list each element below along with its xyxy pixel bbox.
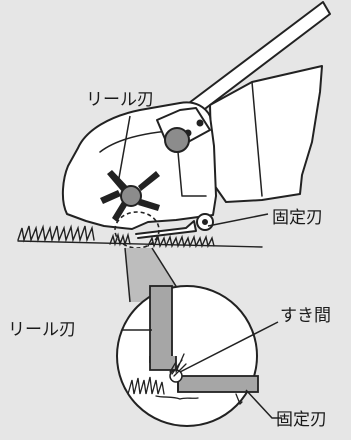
label-fixed-blade-right: 固定刃 xyxy=(272,208,323,228)
fixed-blade-bar xyxy=(135,220,197,239)
label-fixed-blade-detail: 固定刃 xyxy=(276,410,327,430)
front-roller-hub xyxy=(202,219,208,225)
leader-fixed-blade-right xyxy=(207,213,269,227)
leader-reel-blade-top xyxy=(118,115,131,179)
detail-circle xyxy=(116,285,259,427)
detail-grass xyxy=(127,353,243,406)
leader-lines xyxy=(118,115,282,419)
grass-catcher-edge xyxy=(251,81,263,197)
grass-catcher xyxy=(209,65,323,203)
detail-fixed-blade xyxy=(177,375,259,393)
reel-blade xyxy=(100,170,160,222)
bracket-bolt-top xyxy=(196,119,204,127)
label-reel-blade-top: リール刃 xyxy=(86,90,154,110)
leader-gap-detail xyxy=(179,321,279,373)
grass-strip xyxy=(17,224,263,249)
handle-knob xyxy=(164,127,190,153)
label-reel-blade-detail: リール刃 xyxy=(8,320,76,340)
leader-fixed-blade-detail xyxy=(245,389,282,419)
detail-reel-blade xyxy=(149,285,173,363)
label-gap-detail: すき間 xyxy=(280,306,331,326)
